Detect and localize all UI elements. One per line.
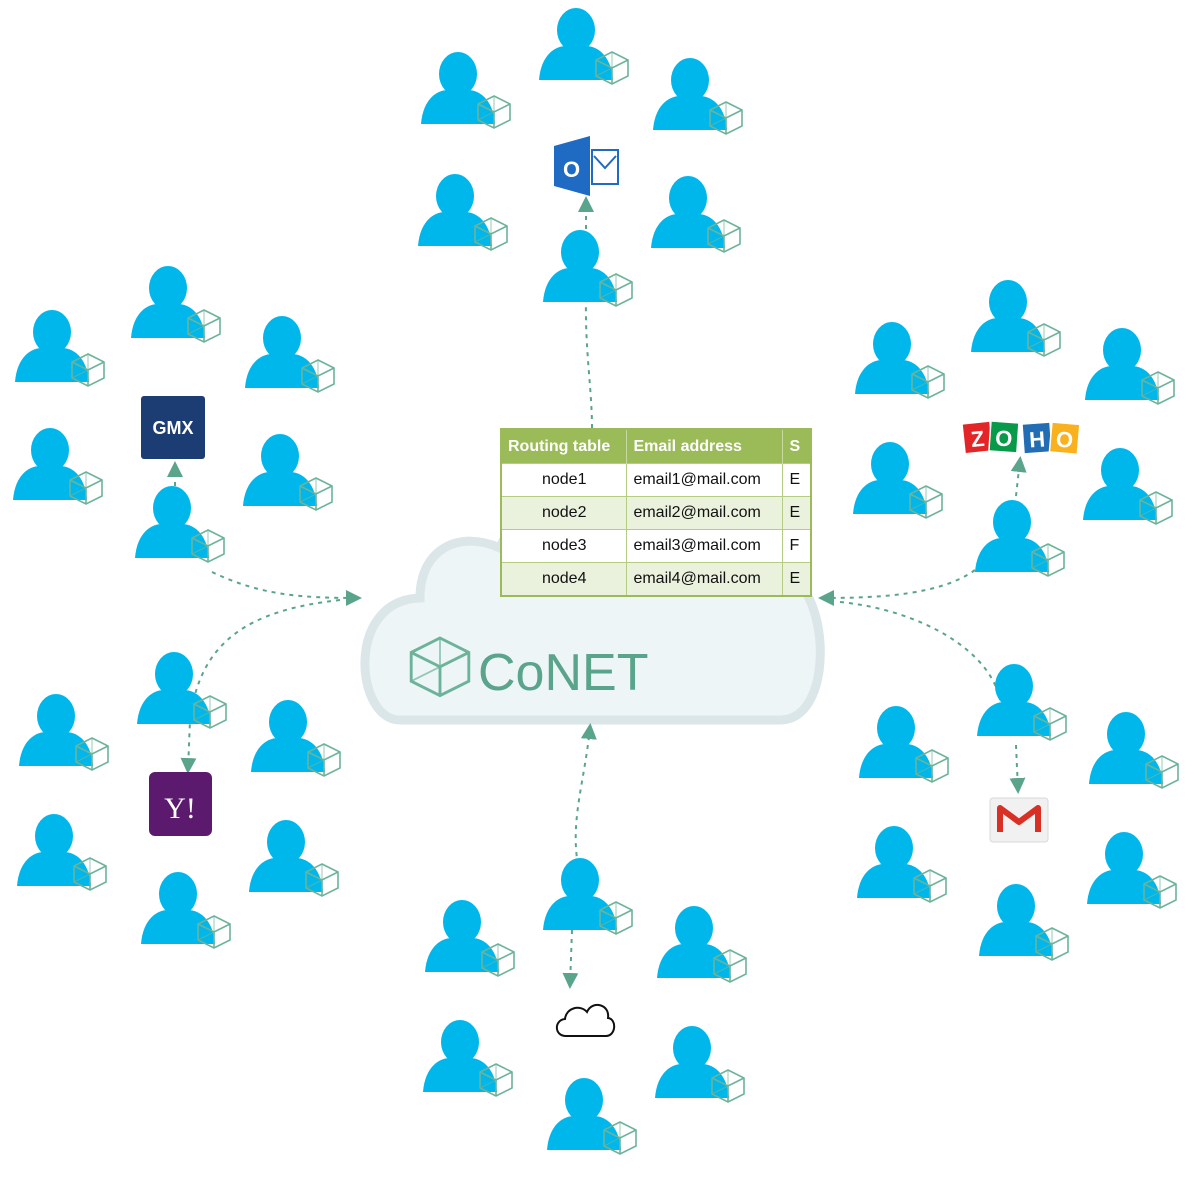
user-avatar: [857, 826, 946, 902]
arrow-cloud-to-right-bottom: [839, 601, 1001, 701]
user-avatar: [249, 820, 338, 896]
user-avatar: [19, 694, 108, 770]
table-row: node3 email3@mail.com F: [500, 529, 812, 563]
svg-text:O: O: [563, 157, 580, 182]
user-avatar: [243, 434, 332, 510]
node-cell: node1: [500, 463, 628, 497]
node-cell: node4: [500, 562, 628, 597]
svg-text:O: O: [994, 425, 1013, 451]
user-avatar: [855, 322, 944, 398]
user-avatar: [1085, 328, 1174, 404]
status-cell: E: [782, 562, 812, 597]
yahoo-icon: Y!: [149, 772, 212, 836]
gmx-icon: GMX: [141, 396, 205, 459]
status-cell: F: [782, 529, 812, 563]
connection-arrows: [167, 196, 1027, 989]
status-cell: E: [782, 496, 812, 530]
gmail-icon: [989, 797, 1049, 843]
user-avatar: [543, 230, 632, 306]
email-cell: email4@mail.com: [626, 562, 784, 597]
table-row: node2 email2@mail.com E: [500, 496, 812, 530]
svg-text:Z: Z: [970, 426, 986, 452]
user-avatar: [653, 58, 742, 134]
svg-text:O: O: [1055, 426, 1074, 452]
arrow-table-to-top: [584, 299, 593, 429]
user-avatar: [423, 1020, 512, 1096]
user-avatar: [547, 1078, 636, 1154]
outlook-icon: O: [554, 136, 619, 196]
routing-table-header: Routing table Email address S: [501, 429, 812, 464]
user-avatar: [17, 814, 106, 890]
user-avatar: [141, 872, 230, 948]
email-cell: email3@mail.com: [626, 529, 784, 563]
arrow-to-gmail: [1009, 744, 1026, 794]
user-avatar: [971, 280, 1060, 356]
user-avatar: [245, 316, 334, 392]
users-bottom: [423, 858, 746, 1154]
table-row: node4 email4@mail.com E: [500, 562, 812, 597]
header-status: S: [782, 429, 812, 464]
icloud-icon: [555, 1003, 616, 1037]
user-avatar: [657, 906, 746, 982]
conet-logo: CoNET: [409, 636, 648, 702]
user-avatar: [1083, 448, 1172, 524]
status-cell: E: [782, 463, 812, 497]
user-avatar: [425, 900, 514, 976]
arrow-right-top-to-cloud: [818, 569, 976, 606]
user-avatar: [135, 486, 224, 562]
svg-text:GMX: GMX: [152, 418, 193, 438]
user-avatar: [421, 52, 510, 128]
user-avatar: [853, 442, 942, 518]
svg-text:H: H: [1028, 426, 1046, 452]
user-avatar: [979, 884, 1068, 960]
conet-logo-text: CoNET: [478, 644, 648, 702]
user-avatar: [137, 652, 226, 728]
user-avatar: [15, 310, 104, 386]
arrow-bottom-to-cloud: [574, 723, 597, 866]
node-cell: node2: [500, 496, 628, 530]
arrow-cloud-to-yahoo: [180, 599, 341, 774]
svg-text:Y!: Y!: [164, 792, 196, 825]
arrow-left-top-to-cloud: [211, 571, 362, 606]
user-avatar: [251, 700, 340, 776]
user-avatar: [131, 266, 220, 342]
user-avatar: [543, 858, 632, 934]
node-cell: node3: [500, 529, 628, 563]
user-avatar: [418, 174, 507, 250]
zoho-icon: Z O H O: [961, 420, 1081, 456]
user-avatar: [13, 428, 102, 504]
user-avatar: [1089, 712, 1178, 788]
user-avatar: [651, 176, 740, 252]
header-email-address: Email address: [626, 429, 784, 464]
header-routing-table: Routing table: [501, 429, 628, 464]
email-cell: email2@mail.com: [626, 496, 784, 530]
user-avatar: [1087, 832, 1176, 908]
email-cell: email1@mail.com: [626, 463, 784, 497]
routing-table: Routing table Email address S node1 emai…: [500, 428, 812, 597]
table-row: node1 email1@mail.com E: [500, 463, 812, 497]
user-avatar: [539, 8, 628, 84]
user-avatar: [859, 706, 948, 782]
arrow-to-zoho: [1010, 456, 1027, 506]
user-avatar: [655, 1026, 744, 1102]
arrow-to-icloud: [562, 929, 579, 989]
user-avatar: [975, 500, 1064, 576]
